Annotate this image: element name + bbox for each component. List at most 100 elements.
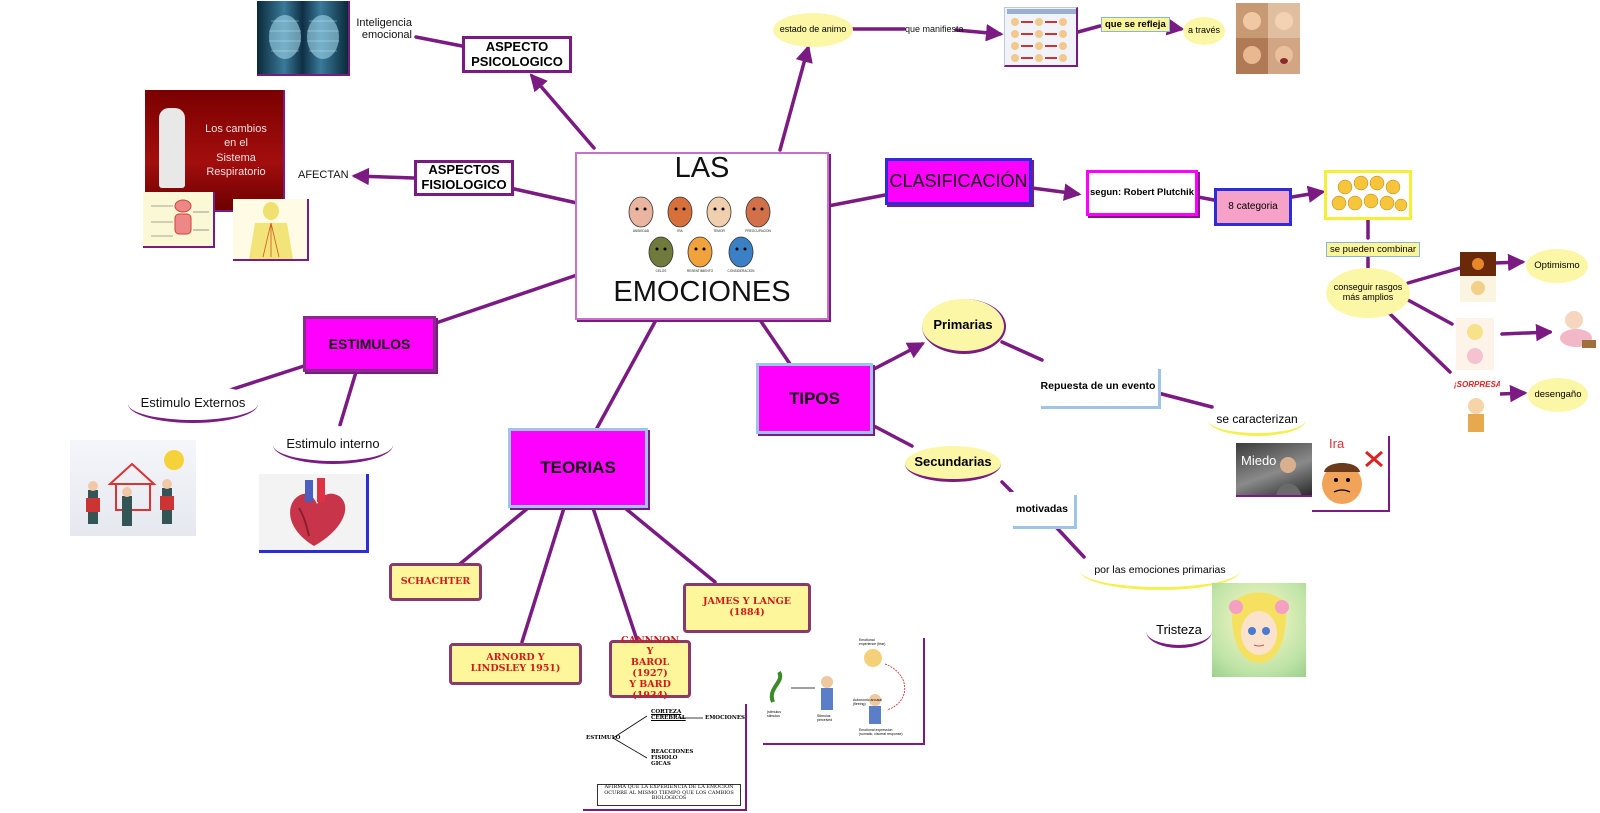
label-se-caracterizan-text: se caracterizan (1216, 411, 1298, 426)
mask-label-celos: CELOS (656, 269, 667, 273)
oval-optimismo[interactable]: Optimismo (1526, 249, 1588, 283)
central-title-bottom: EMOCIONES (613, 276, 791, 308)
oval-desengano[interactable]: desengaño (1528, 378, 1588, 412)
oval-conseguir-rasgos[interactable]: conseguir rasgos más amplios (1326, 268, 1410, 318)
mask-2 (667, 196, 693, 228)
mask-label-resentimiento: RESENTIMIENTO (687, 269, 714, 273)
node-aspecto-psicologico-label: ASPECTO PSICOLOGICO (471, 38, 563, 69)
oval-primarias[interactable]: Primarias (922, 299, 1006, 354)
node-teorias[interactable]: TEORIAS (508, 428, 648, 508)
label-estimulo-externos[interactable]: Estimulo Externos (128, 385, 258, 423)
image-emotion-chart (1004, 7, 1078, 67)
theory-arnord-lindsley[interactable]: ARNORD Y LINDSLEY 1951) (449, 643, 582, 685)
image-sorpresa-thumb: ¡SORPRESA! (1454, 380, 1500, 436)
image-brain-heads (257, 1, 350, 76)
image-children-drawing (70, 440, 196, 536)
label-estimulo-interno[interactable]: Estimulo interno (273, 426, 393, 464)
image-digestive-diagram (143, 192, 215, 248)
oval-primarias-label: Primarias (933, 316, 993, 332)
image-circulatory-body (233, 199, 309, 261)
node-tipos-label: TIPOS (788, 388, 840, 408)
jl-figures (769, 649, 906, 724)
label-afectan: AFECTAN (298, 169, 349, 181)
oval-desengano-text: desengaño (1534, 388, 1582, 400)
diagram-estimulo: ESTIMULO (586, 735, 621, 741)
jl-stimulus: (stimulus stimulus (767, 710, 782, 718)
oval-estado-text: estado de animo (779, 24, 847, 35)
label-segun-plutchik[interactable]: segun: Robert Plutchik (1086, 170, 1198, 216)
theory-schachter[interactable]: SCHACHTER (389, 563, 482, 601)
label-por-emociones-text: por las emociones primarias (1094, 563, 1226, 576)
image-cannon-bard-diagram: ESTIMULO CORTEZA CEREBRAL EMOCIONES REAC… (583, 704, 747, 811)
oval-optimismo-text: Optimismo (1534, 259, 1580, 271)
theory-james-lange[interactable]: JAMES Y LANGE (1884) (683, 583, 811, 633)
node-aspecto-psicologico[interactable]: ASPECTO PSICOLOGICO (462, 36, 572, 73)
label-inteligencia-emocional: Inteligencia emocional (356, 17, 412, 41)
image-miedo-label: Miedo (1241, 453, 1277, 468)
image-miedo: Miedo (1236, 443, 1312, 497)
jl-arousal: Autonomic arousal (fleeing) (853, 698, 882, 706)
mask-1 (628, 196, 654, 228)
oval-secundarias[interactable]: Secundarias (905, 446, 1001, 482)
label-repuesta-evento[interactable]: Repuesta de un evento (1038, 366, 1158, 406)
jl-expression: Emotional expression (somatic, visceral … (859, 728, 903, 736)
oval-secundarias-label: Secundarias (914, 454, 992, 470)
label-8-categoria-text: 8 categoria (1228, 201, 1278, 213)
diagram-corteza: CORTEZA CEREBRAL (651, 709, 686, 721)
image-ira: Ira (1312, 436, 1390, 512)
node-tipos[interactable]: TIPOS (756, 363, 873, 434)
image-heart (259, 474, 369, 553)
label-motivadas[interactable]: motivadas (1010, 492, 1074, 526)
theory-cannon-bard[interactable]: CANNNON Y BAROL (1927) Y BARD (1934) (609, 635, 691, 701)
theory-schachter-label: SCHACHTER (400, 575, 471, 587)
oval-estado-de-animo[interactable]: estado de animo (773, 13, 853, 47)
image-sorpresa-label: ¡SORPRESA! (1454, 380, 1500, 389)
diagram-emociones: EMOCIONES (705, 715, 746, 721)
jl-emotional-experience: Emotional experience (fear) (859, 638, 886, 646)
central-node[interactable]: LAS ANSIEDAD IRA TEMOR PREOCUPACION CELO… (575, 152, 829, 320)
label-motivadas-text: motivadas (1016, 502, 1068, 515)
image-baby-thumb (1552, 302, 1598, 350)
label-estimulo-interno-text: Estimulo interno (286, 436, 380, 451)
image-combinar-thumb (1456, 318, 1494, 370)
label-tristeza-text: Tristeza (1156, 622, 1202, 637)
tag-que-se-refleja[interactable]: que se refleja (1101, 17, 1170, 32)
mask-3 (706, 196, 732, 228)
mask-label-preocupacion: PREOCUPACION (745, 229, 771, 233)
theory-james-lange-label: JAMES Y LANGE (1884) (703, 596, 791, 618)
theory-arnord-label: ARNORD Y LINDSLEY 1951) (470, 652, 561, 674)
respiratory-image-caption: Los cambios en el Sistema Respiratorio (205, 123, 267, 178)
diagram-caption: AFIRMA QUE LA EXPERIENCIA DE LA EMOCION … (597, 784, 741, 806)
node-clasificacion[interactable]: CLASIFICACIÓN (885, 158, 1032, 205)
label-tristeza[interactable]: Tristeza (1146, 614, 1212, 648)
mask-label-consideracion: CONSIDERACION (728, 269, 756, 273)
node-estimulos[interactable]: ESTIMULOS (303, 316, 436, 372)
label-que-manifiesta: que manifiesta (905, 24, 964, 34)
node-aspectos-fisiologico[interactable]: ASPECTOS FISIOLOGICO (414, 160, 514, 196)
diagram-arrows (612, 715, 703, 759)
image-face-collage (1236, 3, 1300, 74)
image-emoji-faces (1324, 170, 1412, 220)
jl-perceived: Stimulus perceived (817, 714, 833, 722)
oval-a-traves-text: a través (1187, 25, 1220, 36)
mask-4 (745, 196, 771, 228)
image-respiratory-system: Los cambios en el Sistema Respiratorio (145, 90, 285, 212)
image-optimismo-thumb (1460, 252, 1496, 302)
emotion-masks-image: ANSIEDAD IRA TEMOR PREOCUPACION CELOS RE… (628, 196, 772, 273)
label-segun-plutchik-text: segun: Robert Plutchik (1090, 186, 1194, 198)
image-james-lange-diagram: Emotional experience (fear) (stimulus st… (763, 638, 925, 745)
tag-se-pueden-combinar[interactable]: se pueden combinar (1326, 242, 1421, 257)
label-estimulo-externos-text: Estimulo Externos (140, 395, 246, 410)
node-estimulos-label: ESTIMULOS (328, 335, 411, 352)
oval-a-traves[interactable]: a través (1183, 17, 1225, 45)
label-se-caracterizan[interactable]: se caracterizan (1208, 404, 1306, 436)
mask-label-temor: TEMOR (713, 229, 725, 233)
node-clasificacion-label: CLASIFICACIÓN (889, 171, 1028, 192)
image-ira-label: Ira (1329, 436, 1345, 451)
diagram-reacciones: REACCIONES FISIOLO GICAS (651, 749, 694, 767)
label-8-categoria[interactable]: 8 categoria (1214, 188, 1292, 226)
mask-7 (728, 236, 754, 268)
node-teorias-label: TEORIAS (540, 458, 616, 478)
mask-5 (648, 236, 674, 268)
